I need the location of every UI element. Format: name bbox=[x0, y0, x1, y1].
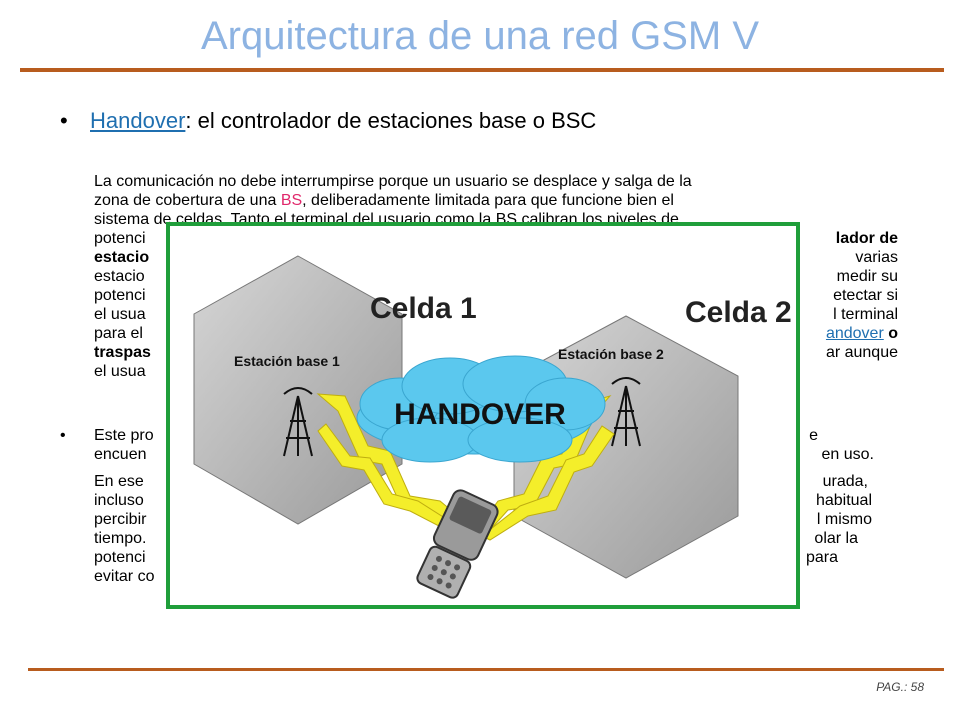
bullet-marker: • bbox=[60, 108, 68, 133]
bullet2-line: encuen bbox=[94, 446, 147, 463]
celda-1-label: Celda 1 bbox=[370, 292, 477, 325]
para1-line-end: medir su bbox=[836, 268, 898, 285]
bullet2-line-end: en uso. bbox=[821, 446, 874, 463]
para3-line: evitar co bbox=[94, 568, 155, 585]
para1-line: estacio bbox=[94, 249, 150, 266]
para1-line: La comunicación no debe interrumpirse po… bbox=[94, 173, 692, 190]
para3-line: tiempo. bbox=[94, 530, 147, 547]
para1-line: potenci bbox=[94, 287, 146, 304]
handover-link-inline[interactable]: andover bbox=[825, 325, 884, 342]
paragraph-process: En ese urada, incluso habitual percibir l m… bbox=[94, 472, 904, 586]
para1-line: para el bbox=[94, 325, 143, 342]
slide-title: Arquitectura de una red GSM V bbox=[200, 14, 760, 58]
para1-line: zona de cobertura de una bbox=[94, 192, 281, 209]
para3-line: En ese bbox=[94, 473, 144, 490]
celda-2-label: Celda 2 bbox=[685, 296, 792, 329]
para1-line-end: lador de bbox=[835, 230, 898, 247]
antenna-2-icon bbox=[611, 377, 641, 447]
bs-link[interactable]: BS bbox=[280, 192, 303, 209]
bullet2-line-end: e bbox=[809, 427, 818, 444]
para1-line-end: l terminal bbox=[833, 306, 898, 323]
para3-line-end: para bbox=[805, 549, 838, 566]
bullet-marker: • bbox=[60, 427, 66, 444]
handover-diagram-image: Celda 1 Celda 2 Estación base 1 Estación… bbox=[166, 222, 800, 609]
para3-line: incluso bbox=[94, 492, 144, 509]
mobile-phone-icon bbox=[416, 489, 499, 599]
para1-line: , deliberadamente limitada para que func… bbox=[302, 192, 674, 209]
bullet-handover-text: : el controlador de estaciones base o BS… bbox=[185, 108, 597, 133]
para1-line: potenci bbox=[94, 230, 146, 247]
para1-line: el usua bbox=[94, 363, 146, 380]
para1-line-end: ar aunque bbox=[825, 344, 898, 361]
bullet-process: • Este pro e encuen en uso. bbox=[60, 426, 910, 464]
estacion-1-label: Estación base 1 bbox=[234, 353, 340, 369]
antenna-1-icon bbox=[283, 387, 313, 457]
handover-cloud-label: HANDOVER bbox=[394, 398, 566, 431]
para1-line: el usua bbox=[94, 306, 146, 323]
para1-line: estacio bbox=[94, 268, 145, 285]
para3-line: percibir bbox=[94, 511, 147, 528]
bullet-handover: • Handover: el controlador de estaciones … bbox=[60, 108, 596, 134]
para3-line-end: l mismo bbox=[816, 511, 872, 528]
footer-divider bbox=[28, 668, 944, 671]
para1-line-end: varias bbox=[855, 249, 898, 266]
para1-line: traspas bbox=[94, 344, 151, 361]
estacion-2-label: Estación base 2 bbox=[558, 346, 664, 362]
bullet2-line: Este pro bbox=[94, 427, 154, 444]
title-divider bbox=[20, 68, 944, 72]
para3-line-end: habitual bbox=[815, 492, 872, 509]
para3-line-end: olar la bbox=[814, 530, 858, 547]
handover-link[interactable]: Handover bbox=[90, 108, 186, 133]
para1-line-end: etectar si bbox=[833, 287, 898, 304]
page-number: PAG.: 58 bbox=[876, 680, 924, 694]
handover-cloud bbox=[356, 355, 606, 463]
para3-line: potenci bbox=[94, 549, 146, 566]
para3-line-end: urada, bbox=[822, 473, 868, 490]
para1-line-end: o bbox=[883, 325, 898, 342]
paragraph-handover: La comunicación no debe interrumpirse po… bbox=[94, 172, 904, 381]
